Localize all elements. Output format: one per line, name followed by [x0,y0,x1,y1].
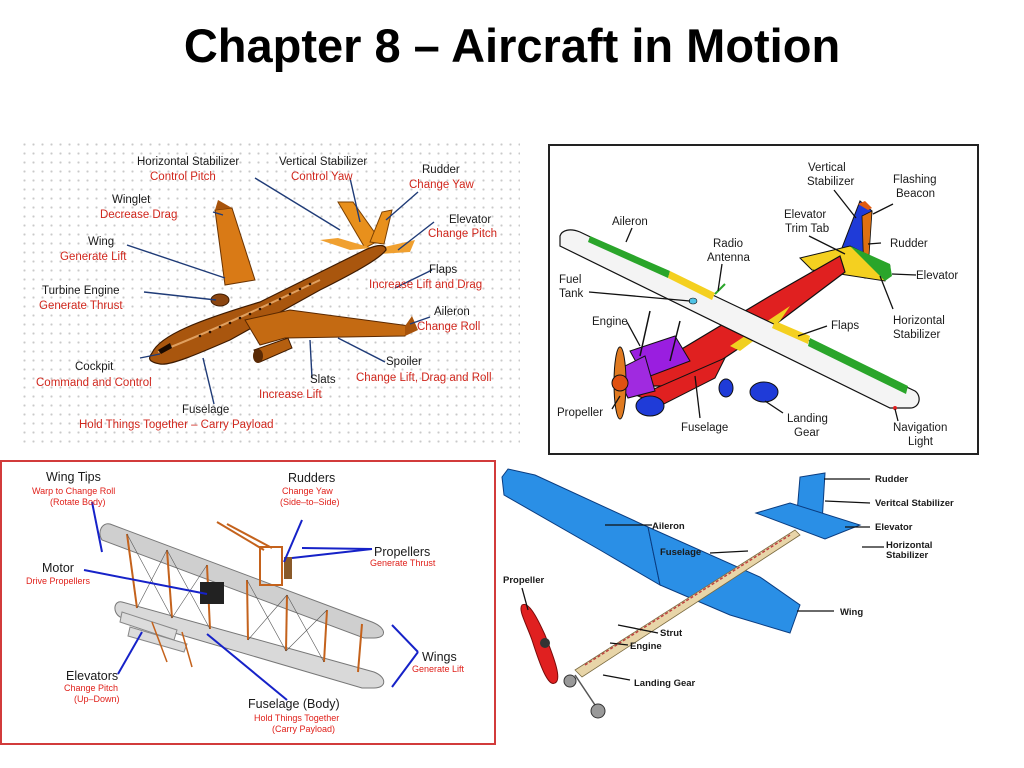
glider-rudder-label: Rudder [875,474,909,485]
glider-airplane-illustration [501,468,862,719]
flyer-wing-tips-label: Wing Tips [46,470,101,484]
glider-diagram-svg: Rudder Veritcal Stabilizer Aileron Eleva… [501,468,954,719]
cessna-flashing-beacon-label-1: Flashing [893,174,936,186]
flyer-elevators-fn-2: (Up–Down) [74,694,120,704]
glider-strut-label: Strut [660,628,683,639]
cessna-navigation-light-label-1: Navigation [893,422,947,434]
flyer-motor-label: Motor [42,561,74,575]
cessna-horizontal-stabilizer-label-1: Horizontal [893,315,945,327]
jet-cockpit-label: Cockpit [75,361,114,373]
wright-flyer-diagram-svg: Wing Tips Warp to Change Roll (Rotate Bo… [26,470,465,734]
flyer-wing-tips-fn-2: (Rotate Body) [50,497,106,507]
glider-horizontal-stabilizer-label-1: Horizontal [886,540,932,551]
jet-cockpit-fn: Command and Control [36,377,152,389]
flyer-elevators-fn-1: Change Pitch [64,683,118,693]
cessna-rudder-label: Rudder [890,238,928,250]
jet-flaps-fn: Increase Lift and Drag [369,279,482,291]
cessna-radio-antenna-label-2: Antenna [707,252,750,264]
jet-diagram-panel: Horizontal Stabilizer Control Pitch Vert… [20,140,520,445]
cessna-engine-label: Engine [592,316,628,328]
cessna-propeller-label: Propeller [557,407,603,419]
jet-aileron-label: Aileron [434,306,470,318]
jet-vertical-stabilizer-fn: Control Yaw [291,171,353,183]
glider-fuselage-label: Fuselage [660,547,701,558]
jet-spoiler-fn: Change Lift, Drag and Roll [356,372,492,384]
cessna-radio-antenna-label-1: Radio [713,238,743,250]
cessna-fuel-tank-label-1: Fuel [559,274,581,286]
jet-horizontal-stabilizer-label: Horizontal Stabilizer [137,156,239,168]
cessna-fuselage-label: Fuselage [681,422,728,434]
glider-propeller-label: Propeller [503,575,544,586]
jet-vertical-stabilizer-label: Vertical Stabilizer [279,156,367,168]
jet-diagram-svg: Horizontal Stabilizer Control Pitch Vert… [36,156,497,431]
jet-flaps-label: Flaps [429,264,457,276]
cessna-diagram-panel: Vertical Stabilizer Flashing Beacon Aile… [548,144,979,455]
cessna-navigation-light-label-2: Light [908,436,934,448]
jet-turbine-engine-label: Turbine Engine [42,285,120,297]
jet-airplane-illustration [149,200,418,365]
flyer-rudders-fn-1: Change Yaw [282,486,333,496]
glider-diagram-panel: Rudder Veritcal Stabilizer Aileron Eleva… [500,465,1024,725]
flyer-elevators-label: Elevators [66,669,118,683]
cessna-flashing-beacon-label-2: Beacon [896,188,935,200]
wright-flyer-diagram-panel: Wing Tips Warp to Change Roll (Rotate Bo… [0,460,496,745]
flyer-fuselage-label: Fuselage (Body) [248,697,340,711]
jet-winglet-label: Winglet [112,194,151,206]
flyer-rudders-label: Rudders [288,471,335,485]
cessna-horizontal-stabilizer-label-2: Stabilizer [893,329,940,341]
cessna-vertical-stabilizer-label-1: Vertical [808,162,846,174]
flyer-motor-fn: Drive Propellers [26,576,91,586]
cessna-aileron-label: Aileron [612,216,648,228]
glider-vertical-stabilizer-label: Veritcal Stabilizer [875,498,954,509]
page-title: Chapter 8 – Aircraft in Motion [183,19,841,72]
jet-horizontal-stabilizer-fn: Control Pitch [150,171,216,183]
cessna-elevator-trim-tab-label-1: Elevator [784,209,826,221]
jet-aileron-fn: Change Roll [417,321,480,333]
cessna-landing-gear-label-2: Gear [794,427,820,439]
cessna-elevator-trim-tab-label-2: Trim Tab [785,223,829,235]
flyer-wing-tips-fn-1: Warp to Change Roll [32,486,115,496]
cessna-fuel-tank-label-2: Tank [559,288,584,300]
jet-wing-fn: Generate Lift [60,251,127,263]
jet-wing-label: Wing [88,236,114,248]
jet-fuselage-fn: Hold Things Together – Carry Payload [79,419,274,431]
jet-fuselage-label: Fuselage [182,404,229,416]
jet-slats-label: Slats [310,374,336,386]
flyer-wings-fn: Generate Lift [412,664,465,674]
cessna-flaps-label: Flaps [831,320,859,332]
glider-landing-gear-label: Landing Gear [634,678,696,689]
flyer-wings-label: Wings [422,650,457,664]
cessna-elevator-label: Elevator [916,270,958,282]
jet-spoiler-label: Spoiler [386,356,422,368]
jet-elevator-fn: Change Pitch [428,228,497,240]
flyer-propellers-fn: Generate Thrust [370,558,436,568]
wright-flyer-illustration [99,521,385,689]
cessna-airplane-illustration [559,200,920,420]
glider-engine-label: Engine [630,641,662,652]
jet-turbine-engine-fn: Generate Thrust [39,300,123,312]
jet-elevator-label: Elevator [449,214,491,226]
flyer-fuselage-fn-1: Hold Things Together [254,713,339,723]
flyer-fuselage-fn-2: (Carry Payload) [272,724,335,734]
glider-aileron-label: Aileron [652,521,685,532]
jet-rudder-label: Rudder [422,164,460,176]
jet-winglet-fn: Decrease Drag [100,209,177,221]
cessna-landing-gear-label-1: Landing [787,413,828,425]
jet-rudder-fn: Change Yaw [409,179,474,191]
jet-slats-fn: Increase Lift [259,389,322,401]
glider-elevator-label: Elevator [875,522,913,533]
flyer-rudders-fn-2: (Side–to–Side) [280,497,340,507]
glider-horizontal-stabilizer-label-2: Stabilizer [886,550,929,561]
cessna-diagram-svg: Vertical Stabilizer Flashing Beacon Aile… [557,162,958,448]
flyer-propellers-label: Propellers [374,545,430,559]
cessna-vertical-stabilizer-label-2: Stabilizer [807,176,854,188]
glider-wing-label: Wing [840,607,863,618]
